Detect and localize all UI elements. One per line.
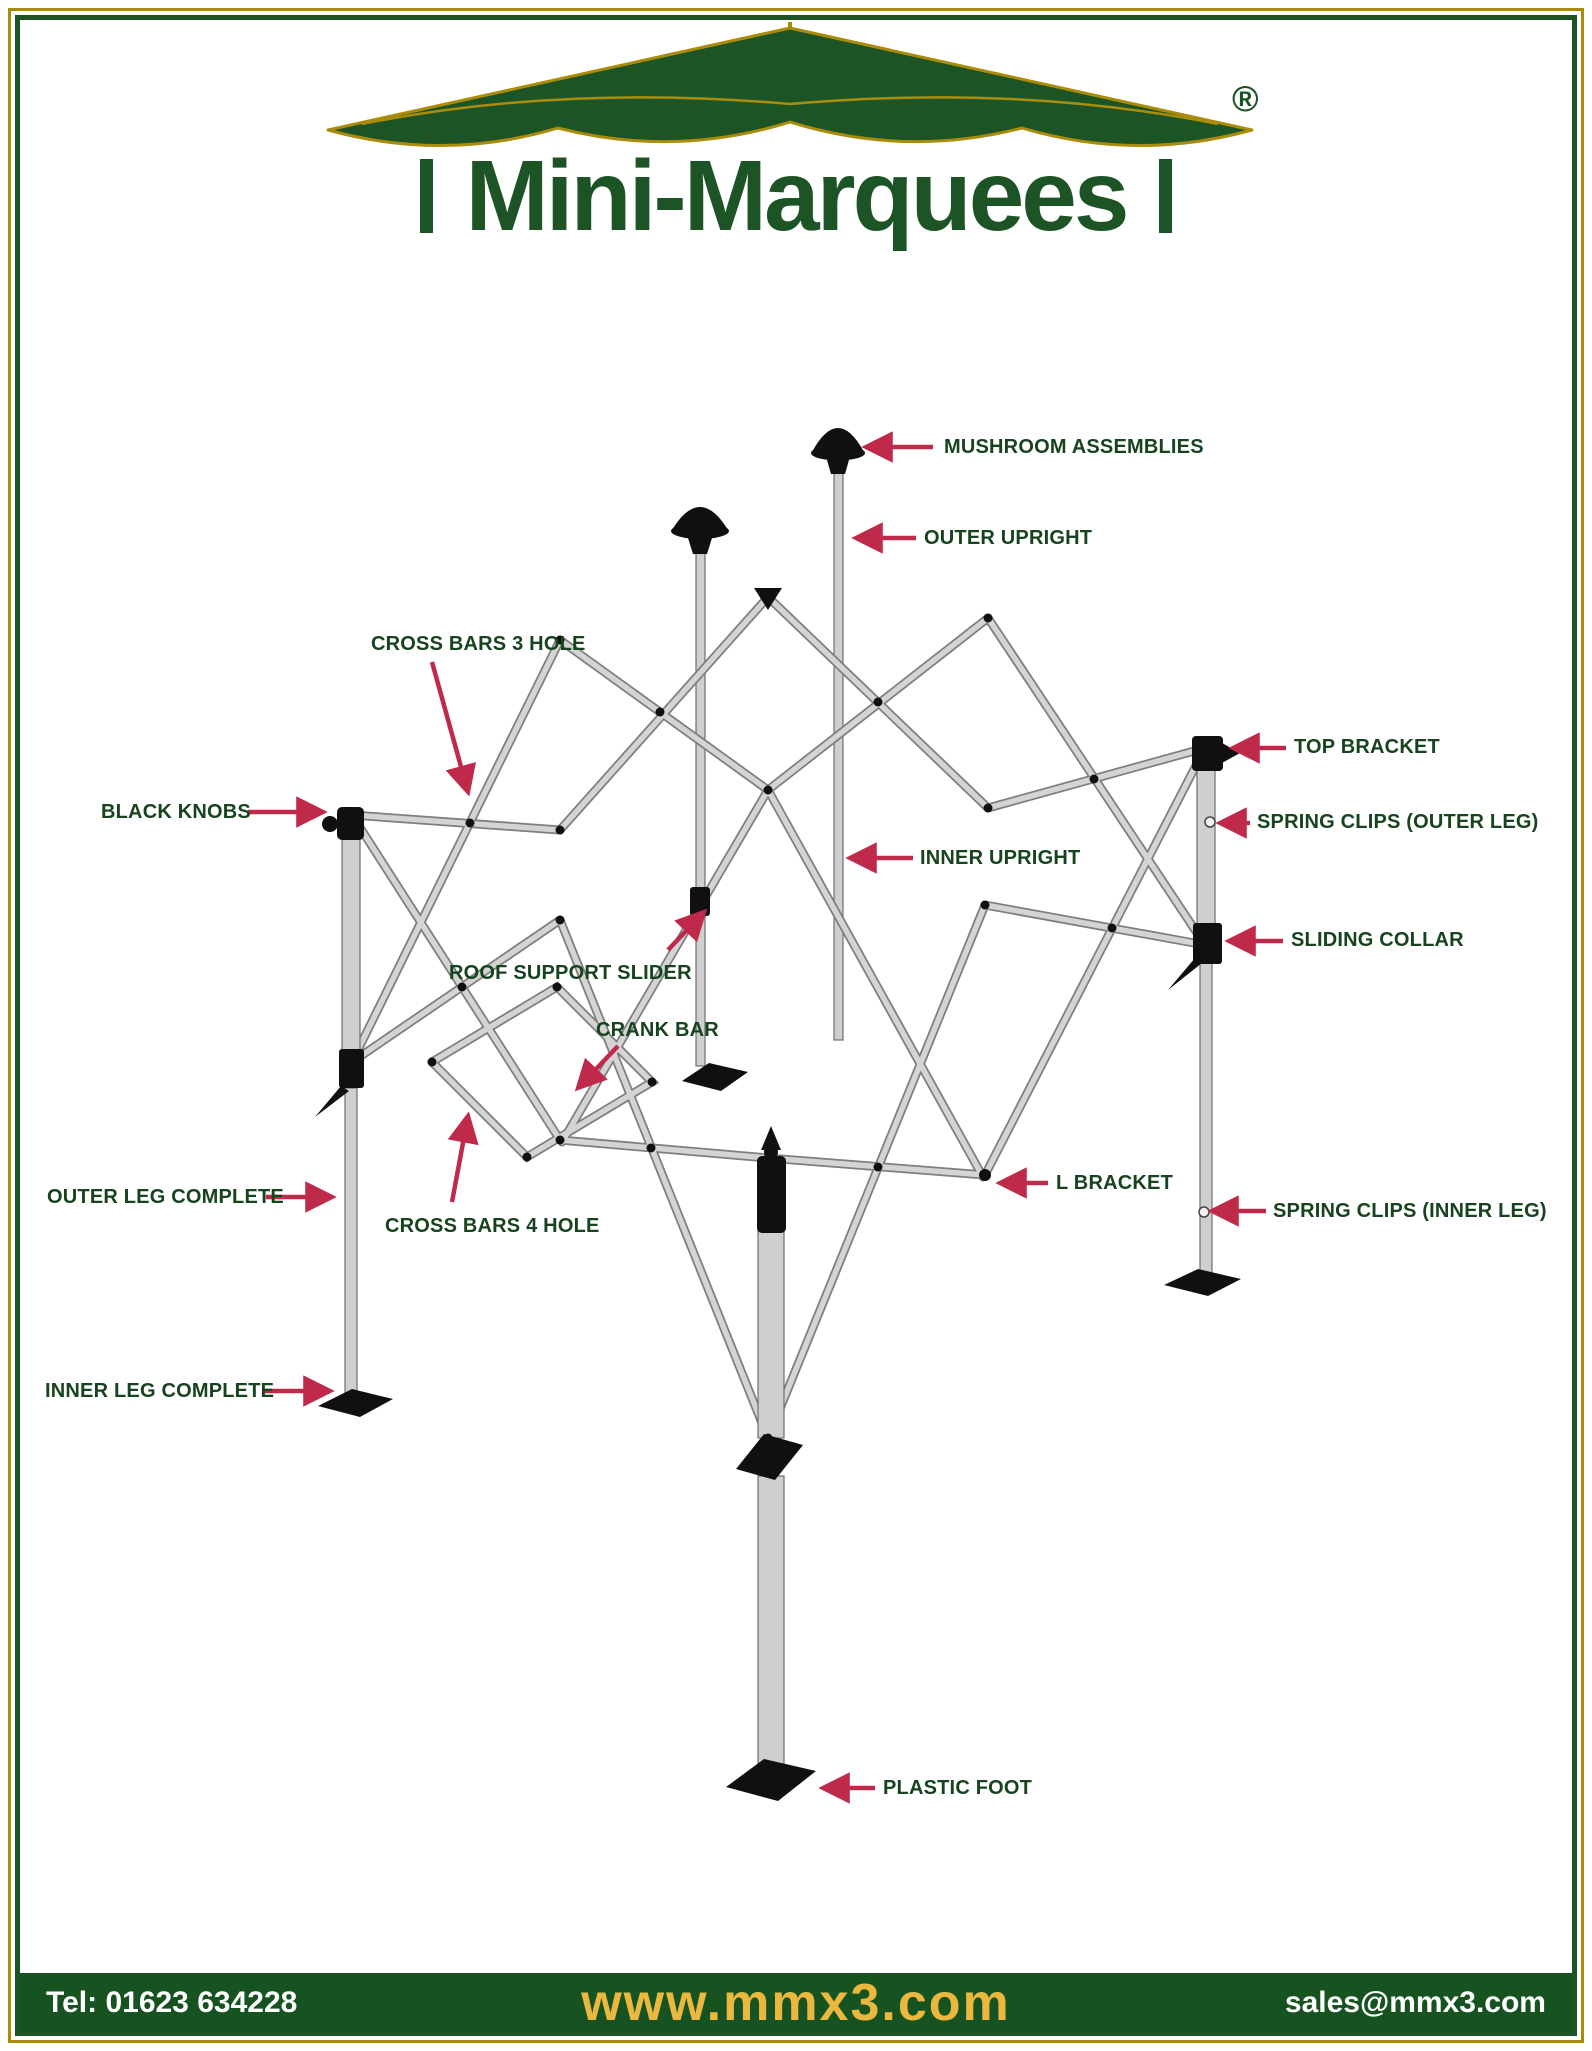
label-sliding-collar: SLIDING COLLAR [1291,929,1464,951]
brand-right-bar [1158,159,1172,233]
label-inner-upright: INNER UPRIGHT [920,847,1081,869]
canopy-swoosh-left [361,96,791,126]
label-roof-support-slider: ROOF SUPPORT SLIDER [449,962,692,984]
front-leg-lower [757,1475,785,1765]
registered-trademark-icon: ® [1232,78,1259,119]
spring-clips [1198,816,1216,1218]
label-black-knobs: BLACK KNOBS [101,801,251,823]
footer-telephone: Tel: 01623 634228 [46,1986,298,2019]
arrow-crank-bar [574,1044,620,1092]
spring-clip-inner-icon [1198,1206,1210,1218]
label-crank-bar: CRANK BAR [596,1019,719,1041]
frame-joints [347,592,1210,1443]
footer-email: sales@mmx3.com [1284,1986,1546,2019]
mushroom-neck-outer [827,460,849,474]
label-l-bracket: L BRACKET [1056,1172,1173,1194]
mushroom-brim-outer [811,445,865,461]
label-spring-clips-inner: SPRING CLIPS (INNER LEG) [1273,1200,1547,1222]
mushroom-brim-inner [671,523,729,539]
canopy-swoosh-right [789,96,1219,126]
roof-support-slider-part [690,887,710,916]
front-finial [761,1126,781,1150]
marquee-canopy-icon [326,22,1254,147]
legs [341,763,1216,1765]
inner-upright-pole [695,547,706,1067]
front-leg-upper [757,1229,785,1439]
black-knob-housing [337,807,364,840]
right-outer-leg [1196,763,1216,929]
label-mushroom-assemblies: MUSHROOM ASSEMBLIES [944,436,1204,458]
label-inner-leg-complete: INNER LEG COMPLETE [45,1380,275,1402]
brand-left-bar [420,159,434,233]
right-plastic-foot [1164,1269,1241,1296]
brand-header: Mini-Marquees [0,146,1592,246]
footer-website: www.mmx3.com [581,1974,1011,2032]
label-outer-leg-complete: OUTER LEG COMPLETE [47,1186,284,1208]
canopy-shape [326,26,1254,147]
arrow-cross-bars-4-hole [447,1111,479,1203]
right-inner-leg [1199,961,1213,1275]
outer-upright-pole [833,459,844,1041]
l-bracket-part [979,1169,991,1181]
front-collar [736,1434,803,1480]
black-fittings [315,428,1241,1801]
upright-poles [695,459,844,1067]
label-cross-bars-3-hole: CROSS BARS 3 HOLE [371,633,586,655]
inner-leg [344,1087,358,1395]
label-spring-clips-outer: SPRING CLIPS (OUTER LEG) [1257,811,1539,833]
left-mid-bracket-wing [315,1086,349,1117]
footer-bar: Tel: 01623 634228 www.mmx3.com sales@mmx… [20,1973,1572,2032]
outer-leg [341,831,361,1057]
label-outer-upright: OUTER UPRIGHT [924,527,1093,549]
top-bracket-part [1192,736,1223,771]
label-cross-bars-4-hole: CROSS BARS 4 HOLE [385,1215,600,1237]
front-top-bracket [757,1156,786,1233]
sliding-collar-wing [1168,958,1202,990]
black-knob-icon [322,816,338,832]
left-mid-bracket [339,1049,364,1088]
arrow-roof-support-slider [666,908,708,952]
spring-clip-outer-icon [1204,816,1216,828]
brand-title: Mini-Marquees [465,140,1129,252]
callout-arrows [248,431,1286,1804]
inner-upright-foot [682,1063,748,1091]
label-top-bracket: TOP BRACKET [1294,736,1440,758]
arrow-cross-bars-3-hole [429,661,477,797]
plastic-foot-part [726,1759,816,1801]
label-plastic-foot: PLASTIC FOOT [883,1777,1033,1799]
left-plastic-foot [318,1389,393,1417]
mushroom-neck-inner [688,538,712,554]
